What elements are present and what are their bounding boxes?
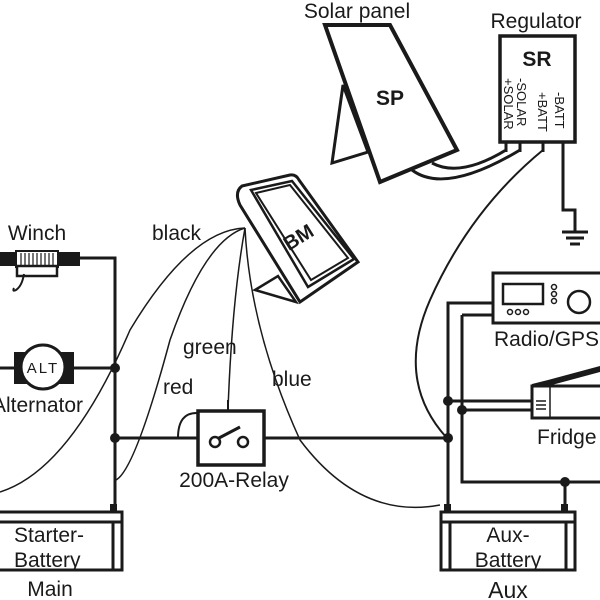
wire-label-green: green: [183, 336, 237, 359]
alternator: ALT: [0, 343, 115, 391]
solar-panel: SP: [322, 23, 460, 185]
wire-green: [227, 227, 246, 411]
terminal-plus-batt: +BATT: [535, 92, 550, 132]
regulator-label: Regulator: [490, 10, 581, 33]
radio-gps-label: Radio/GPS: [494, 328, 599, 351]
wire-label-blue: blue: [272, 368, 312, 391]
aux-battery-label-1: Aux-: [486, 524, 529, 547]
winch: [0, 250, 80, 292]
radio-gps: [491, 271, 600, 325]
wire-blue: [244, 227, 441, 509]
wire-black: [0, 227, 246, 493]
relay: [196, 409, 266, 467]
battery-monitor: BM: [235, 173, 361, 305]
starter-battery-label-2: Battery: [14, 549, 81, 572]
winch-label: Winch: [8, 222, 66, 245]
terminal-plus-solar: +SOLAR: [501, 78, 516, 130]
fridge: [530, 366, 600, 420]
regulator-code: SR: [522, 48, 551, 71]
relay-label: 200A-Relay: [179, 469, 289, 492]
regulator: SR +SOLAR -SOLAR +BATT -BATT: [498, 34, 577, 144]
terminal-minus-solar: -SOLAR: [514, 78, 529, 126]
starter-battery-label-1: Starter-: [14, 524, 84, 547]
aux-battery: Aux- Battery: [439, 504, 577, 572]
alternator-code: ALT: [27, 360, 59, 377]
solar-panel-code: SP: [376, 87, 404, 110]
main-label: Main: [27, 578, 73, 600]
aux-battery-label-2: Battery: [475, 549, 542, 572]
fridge-label: Fridge: [537, 426, 597, 449]
solar-panel-label: Solar panel: [304, 0, 410, 23]
terminal-minus-batt: -BATT: [552, 92, 567, 129]
wire-label-black: black: [152, 222, 202, 245]
wire-label-red: red: [163, 376, 193, 399]
starter-battery: Starter- Battery: [0, 504, 124, 572]
ground-icon: [562, 230, 588, 246]
aux-label: Aux: [488, 577, 528, 600]
alternator-label: Alternator: [0, 394, 83, 417]
